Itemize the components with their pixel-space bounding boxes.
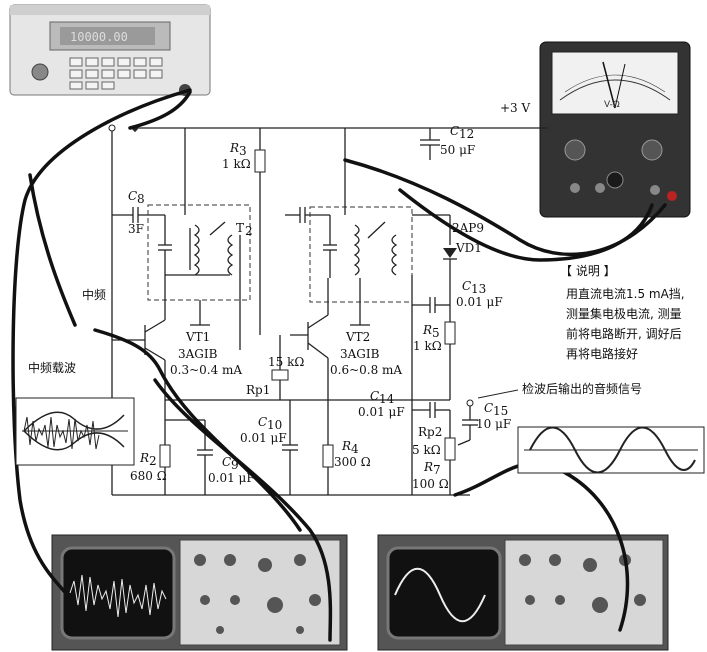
c8-name: C (128, 189, 137, 203)
c15-value: 10 μF (476, 417, 511, 431)
c14-name: C (370, 389, 379, 403)
c13-sub: 13 (471, 282, 486, 296)
c14-value: 0.01 μF (358, 405, 405, 419)
t2-name: T (236, 221, 244, 235)
c9-name: C (222, 455, 231, 469)
diode-name: VD1 (455, 241, 482, 255)
c10-name: C (258, 415, 267, 429)
audio-signal-waveform (517, 426, 705, 474)
c15-name: C (484, 401, 493, 415)
labels-layer: +3 V C 8 3F R 3 1 kΩ T 2 C 12 50 μF 2AP9… (28, 101, 685, 491)
right-scope-trace (394, 567, 486, 623)
multimeter: V-Ω (539, 41, 691, 218)
note-line-4: 再将电路接好 (566, 346, 638, 361)
r7-value: 100 Ω (412, 477, 449, 491)
note-line-1: 用直流电流1.5 mA挡, (566, 287, 685, 301)
c10-sub: 10 (267, 418, 282, 432)
r5-value: 1 kΩ (413, 339, 442, 353)
if-carrier-waveform (15, 397, 135, 466)
probe-cables (11, 88, 667, 642)
c8-value: 3F (128, 222, 144, 236)
r3-sub: 3 (239, 144, 247, 158)
if-carrier-label: 中频载波 (28, 360, 76, 375)
r2-name: R (139, 451, 149, 465)
vt1-type: 3AGIB (178, 347, 218, 361)
rp2-name: Rp2 (418, 425, 442, 439)
vt1-name: VT1 (185, 330, 210, 344)
c12-sub: 12 (459, 127, 474, 141)
c10-value: 0.01 μF (240, 431, 287, 445)
c9-value: 0.01 μF (208, 471, 255, 485)
r7-sub: 7 (433, 463, 441, 477)
c12-value: 50 μF (440, 143, 475, 157)
r4-name: R (341, 439, 351, 453)
vt2-name: VT2 (345, 330, 370, 344)
r4-value: 300 Ω (334, 455, 371, 469)
svg-text:10000.00: 10000.00 (70, 30, 128, 44)
rp1-value: 15 kΩ (268, 355, 304, 369)
vt2-type: 3AGIB (340, 347, 380, 361)
r3-name: R (229, 141, 239, 155)
rp1-name: Rp1 (246, 383, 270, 397)
note-line-3: 前将电路断开, 调好后 (566, 326, 682, 341)
c8-sub: 8 (137, 192, 145, 206)
r2-value: 680 Ω (130, 469, 167, 483)
note-title: 【 说明 】 (560, 263, 616, 278)
t2-sub: 2 (245, 224, 253, 238)
vt2-current: 0.6~0.8 mA (330, 363, 402, 377)
oscilloscope-left (51, 534, 348, 651)
note-line-2: 测量集电极电流, 测量 (566, 306, 682, 321)
r5-name: R (422, 323, 432, 337)
circuit-wiring (108, 124, 548, 496)
if-label: 中频 (82, 287, 106, 302)
diode-type: 2AP9 (452, 221, 484, 235)
c12-name: C (450, 124, 459, 138)
c9-sub: 9 (231, 458, 239, 472)
r3-value: 1 kΩ (222, 157, 251, 171)
signal-generator: 10000.00 (9, 4, 211, 96)
audio-out-label: 检波后输出的音频信号 (522, 381, 642, 396)
r2-sub: 2 (149, 454, 157, 468)
c14-sub: 14 (379, 392, 395, 406)
r7-name: R (423, 460, 433, 474)
c15-sub: 15 (493, 404, 508, 418)
rp2-value: 5 kΩ (412, 443, 441, 457)
vt1-current: 0.3~0.4 mA (170, 363, 242, 377)
r5-sub: 5 (432, 326, 440, 340)
r4-sub: 4 (351, 442, 359, 456)
c13-name: C (462, 279, 471, 293)
supply-label: +3 V (500, 101, 531, 115)
svg-text:V-Ω: V-Ω (604, 100, 620, 110)
left-scope-trace (69, 574, 167, 618)
c13-value: 0.01 μF (456, 295, 503, 309)
